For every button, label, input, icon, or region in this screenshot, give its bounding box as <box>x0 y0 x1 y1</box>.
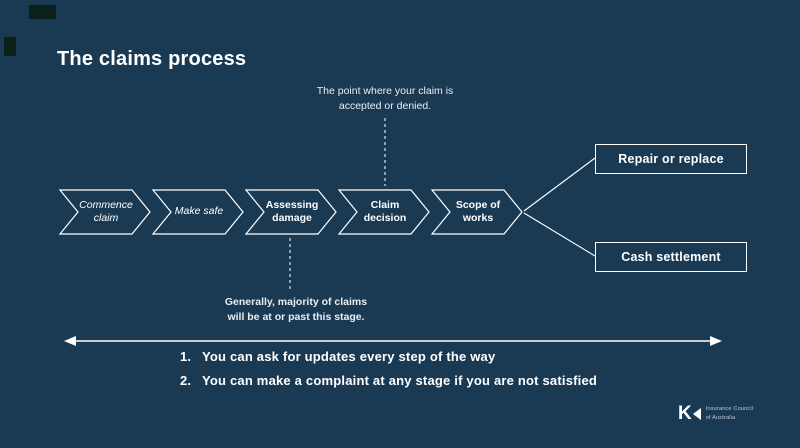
corner-artifact <box>4 37 16 56</box>
step-label-commence-claim: Commence claim <box>79 198 133 224</box>
chevron-assessing-damage <box>244 189 337 235</box>
note-number: 1. <box>180 349 192 364</box>
corner-artifact <box>29 5 56 19</box>
chevron-scope-of-works <box>430 189 523 235</box>
outcome-box-cash-settlement: Cash settlement <box>595 242 747 272</box>
annotation-claim-decision: The point where your claim is accepted o… <box>316 85 454 112</box>
note-item-2: 2. You can make a complaint at any stage… <box>180 373 597 388</box>
chevron-claim-decision <box>337 189 430 235</box>
note-text: You can make a complaint at any stage if… <box>202 373 598 388</box>
logo-k-mark-icon: K <box>678 404 701 423</box>
notes-list: 1. You can ask for updates every step of… <box>180 349 597 388</box>
step-label-assessing-damage: Assessing damage <box>265 198 319 224</box>
insurance-council-logo: K Insurance Council of Australia <box>678 404 753 423</box>
annotation-assessing-damage: Generally, majority of claims will be at… <box>224 296 368 323</box>
logo-left-triangle-icon <box>692 407 701 420</box>
chevron-make-safe <box>151 189 244 235</box>
timeline-arrow-left-head <box>64 336 76 346</box>
chevron-commence-claim <box>58 189 151 235</box>
step-label-make-safe: Make safe <box>174 205 224 218</box>
logo-text-line1: Insurance Council <box>705 406 754 413</box>
logo-text-line2: of Australia <box>705 414 736 421</box>
logo-text: Insurance Council of Australia <box>706 405 753 422</box>
note-text: You can ask for updates every step of th… <box>202 349 496 364</box>
note-number: 2. <box>180 373 192 388</box>
connector-repair-or-replace <box>523 157 596 212</box>
logo-k-letter: K <box>678 403 692 424</box>
outcome-box-repair-or-replace: Repair or replace <box>595 144 747 174</box>
page-title: The claims process <box>57 48 247 70</box>
note-item-1: 1. You can ask for updates every step of… <box>180 349 597 364</box>
step-label-scope-of-works: Scope of works <box>455 198 501 224</box>
step-label-claim-decision: Claim decision <box>363 198 407 224</box>
timeline-arrow-right-head <box>710 336 722 346</box>
connector-cash-settlement <box>523 212 596 257</box>
